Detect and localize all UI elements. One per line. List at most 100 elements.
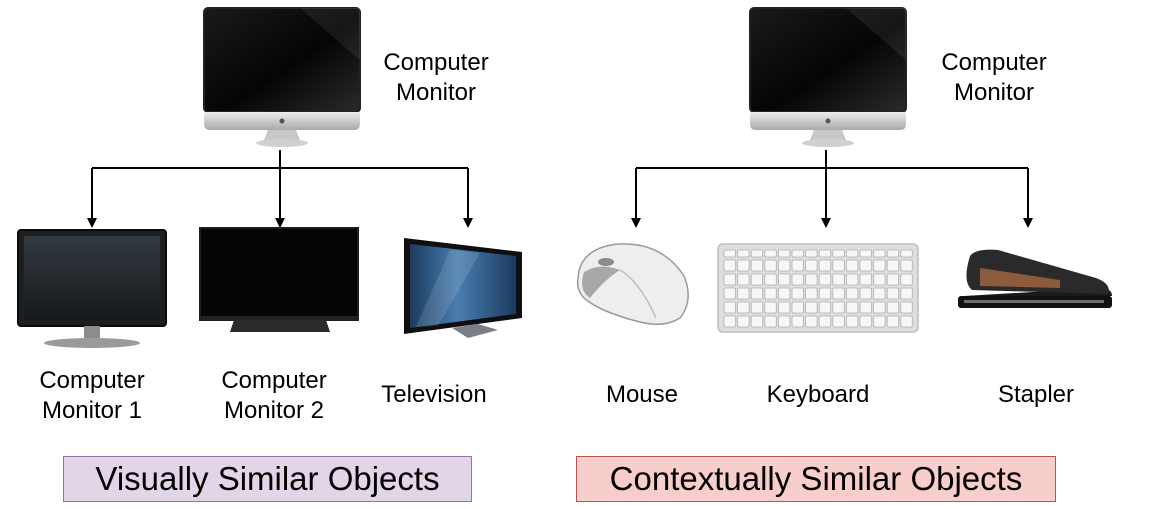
keyboard-key xyxy=(750,301,764,314)
keyboard-key xyxy=(818,301,832,314)
keyboard-key xyxy=(873,315,886,328)
keyboard-key xyxy=(859,273,872,286)
keyboard-key xyxy=(900,287,913,300)
keyboard-key xyxy=(778,249,791,258)
keyboard-key xyxy=(750,287,764,300)
keyboard-key xyxy=(791,273,804,286)
keyboard-key xyxy=(778,315,791,328)
keyboard-key xyxy=(778,259,791,272)
keyboard-key xyxy=(764,287,777,300)
keyboard-key xyxy=(764,273,777,286)
keyboard-key xyxy=(818,315,832,328)
keyboard-key xyxy=(805,249,818,258)
keyboard-key xyxy=(791,249,804,258)
lcd-monitor-icon xyxy=(17,229,167,348)
keyboard-key xyxy=(723,259,736,272)
contextually-similar-category: Contextually Similar Objects xyxy=(576,456,1056,502)
flat-monitor-icon xyxy=(199,227,359,332)
keyboard-key xyxy=(832,249,845,258)
keyboard-key xyxy=(723,249,736,258)
keyboard-key xyxy=(750,273,764,286)
keyboard-key xyxy=(886,249,900,258)
keyboard-key xyxy=(778,287,791,300)
keyboard-key xyxy=(750,259,764,272)
keyboard-key xyxy=(805,287,818,300)
keyboard-key xyxy=(805,301,818,314)
keyboard-key xyxy=(846,287,859,300)
left-child-label-1: Computer Monitor 1 xyxy=(39,367,145,424)
keyboard-key xyxy=(886,259,900,272)
keyboard-key xyxy=(900,301,913,314)
keyboard-key xyxy=(832,315,845,328)
keyboard-key xyxy=(723,315,736,328)
keyboard-key xyxy=(818,259,832,272)
keyboard-key xyxy=(737,249,750,258)
visually-similar-category: Visually Similar Objects xyxy=(63,456,472,502)
left-child-label-2: Computer Monitor 2 xyxy=(221,367,327,424)
left-root-label: Computer Monitor xyxy=(383,49,489,106)
keyboard-key xyxy=(832,273,845,286)
right-child-label-1: Mouse xyxy=(605,381,679,408)
keyboard-key xyxy=(764,249,777,258)
stapler-icon xyxy=(958,249,1112,308)
keyboard-key xyxy=(818,249,832,258)
keyboard-key xyxy=(873,249,886,258)
keyboard-key xyxy=(900,259,913,272)
keyboard-key xyxy=(886,315,900,328)
television-icon xyxy=(404,238,522,338)
keyboard-key xyxy=(723,301,736,314)
keyboard-key xyxy=(873,301,886,314)
keyboard-key xyxy=(791,259,804,272)
keyboard-key xyxy=(832,287,845,300)
keyboard-key xyxy=(818,273,832,286)
keyboard-key xyxy=(873,273,886,286)
keyboard-key xyxy=(859,249,872,258)
keyboard-key xyxy=(832,301,845,314)
keyboard-key xyxy=(846,301,859,314)
keyboard-key xyxy=(737,273,750,286)
keyboard-key xyxy=(764,301,777,314)
keyboard-key xyxy=(900,315,913,328)
keyboard-key xyxy=(805,273,818,286)
keyboard-key xyxy=(846,315,859,328)
left-child-label-3: Television xyxy=(381,381,487,408)
keyboard-key xyxy=(791,287,804,300)
keyboard-icon xyxy=(717,243,919,333)
keyboard-key xyxy=(764,315,777,328)
mouse-icon xyxy=(576,243,689,325)
keyboard-key xyxy=(805,259,818,272)
keyboard-key xyxy=(832,259,845,272)
keyboard-key xyxy=(818,287,832,300)
keyboard-key xyxy=(873,259,886,272)
right-child-label-2: Keyboard xyxy=(766,381,870,408)
keyboard-key xyxy=(737,287,750,300)
imac-icon xyxy=(749,7,907,147)
keyboard-key xyxy=(737,259,750,272)
keyboard-key xyxy=(900,249,913,258)
keyboard-key xyxy=(791,301,804,314)
keyboard-key xyxy=(886,287,900,300)
keyboard-key xyxy=(750,315,764,328)
keyboard-key xyxy=(750,249,764,258)
keyboard-key xyxy=(846,273,859,286)
right-child-label-3: Stapler xyxy=(997,381,1075,408)
keyboard-key xyxy=(737,315,750,328)
keyboard-key xyxy=(859,287,872,300)
keyboard-key xyxy=(723,287,736,300)
keyboard-key xyxy=(859,259,872,272)
keyboard-key xyxy=(764,259,777,272)
keyboard-key xyxy=(886,301,900,314)
left-tree-connectors xyxy=(87,150,473,228)
keyboard-key xyxy=(900,273,913,286)
right-root-label: Computer Monitor xyxy=(941,49,1047,106)
keyboard-key xyxy=(778,273,791,286)
keyboard-key xyxy=(805,315,818,328)
keyboard-key xyxy=(859,301,872,314)
keyboard-key xyxy=(737,301,750,314)
keyboard-key xyxy=(778,301,791,314)
keyboard-key xyxy=(846,259,859,272)
keyboard-key xyxy=(791,315,804,328)
keyboard-key xyxy=(859,315,872,328)
